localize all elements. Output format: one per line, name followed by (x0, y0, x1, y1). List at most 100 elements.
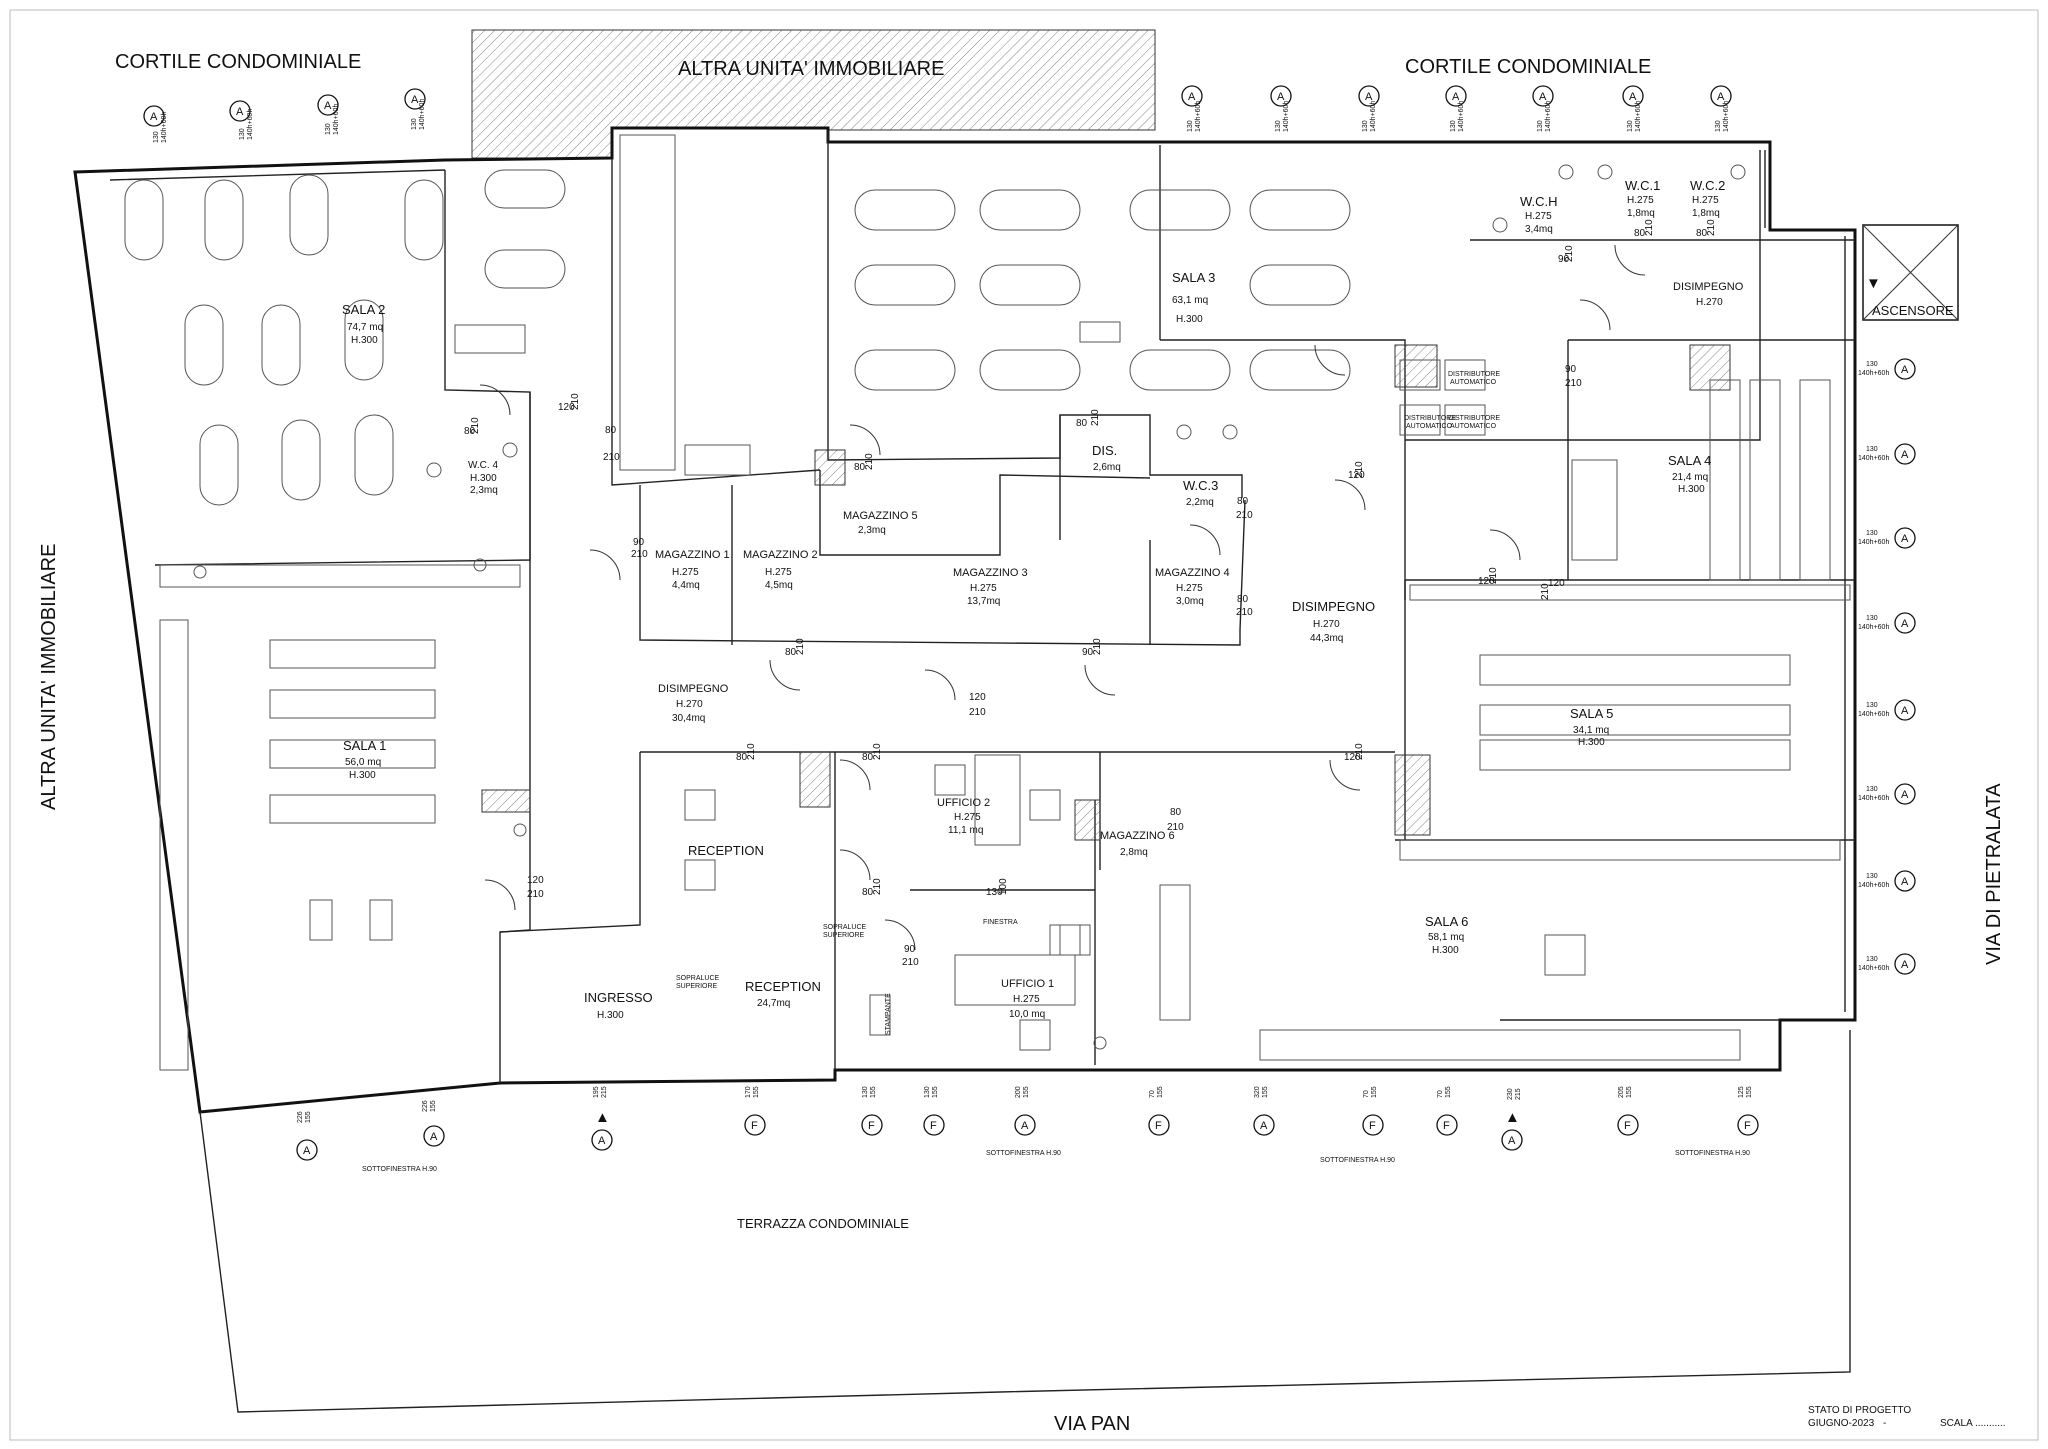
svg-text:210: 210 (1564, 245, 1575, 262)
room-sala6: SALA 6 58,1 mq H.300 (1425, 914, 1468, 956)
note-sottofinestra-1: SOTTOFINESTRA H.90 (362, 1166, 437, 1173)
svg-text:RECEPTION: RECEPTION (745, 979, 821, 994)
window-tag-f: F (1148, 1114, 1170, 1136)
svg-text:F: F (1155, 1120, 1162, 1132)
svg-text:210: 210 (1236, 607, 1253, 618)
vending-machines (1399, 359, 1486, 436)
room-wc3: W.C.3 2,2mq (1183, 478, 1218, 508)
svg-text:SALA 1: SALA 1 (343, 738, 386, 753)
svg-text:SUPERIORE: SUPERIORE (676, 983, 718, 990)
svg-text:210: 210 (872, 878, 883, 895)
svg-text:SALA 6: SALA 6 (1425, 914, 1468, 929)
svg-text:210: 210 (603, 452, 620, 463)
svg-text:155: 155 (1445, 1086, 1452, 1098)
room-reception-top: RECEPTION (688, 843, 764, 858)
svg-text:90: 90 (1565, 364, 1577, 375)
window-tag-a: A (1181, 85, 1203, 107)
room-magazzino4: MAGAZZINO 4 H.275 3,0mq (1155, 567, 1230, 607)
svg-text:H.275: H.275 (1525, 211, 1552, 222)
svg-text:MAGAZZINO 6: MAGAZZINO 6 (1100, 830, 1175, 842)
svg-text:210: 210 (969, 707, 986, 718)
svg-text:90: 90 (1558, 254, 1570, 265)
svg-text:11,1 mq: 11,1 mq (948, 825, 983, 836)
room-wc1: W.C.1 H.275 1,8mq (1625, 178, 1660, 219)
svg-text:1,8mq: 1,8mq (1627, 208, 1655, 219)
room-sala2: SALA 2 74,7 mq H.300 (342, 302, 385, 346)
note-distributore-2: DISTRIBUTORE AUTOMATICO (1404, 415, 1456, 430)
svg-text:A: A (1021, 1120, 1029, 1132)
window-tag-a: A (1894, 953, 1916, 975)
svg-text:130: 130 (1866, 786, 1878, 793)
note-sopraluce-1: SOPRALUCE SUPERIORE (676, 975, 720, 990)
svg-text:H.300: H.300 (1678, 484, 1705, 495)
svg-text:H.300: H.300 (351, 335, 378, 346)
svg-text:130: 130 (1866, 702, 1878, 709)
north-arrow-icon: ▼ (1866, 275, 1881, 292)
furniture-sala1 (159, 564, 521, 1071)
via-pietralata-label: VIA DI PIETRALATA (1983, 783, 2005, 965)
svg-text:130: 130 (1866, 446, 1878, 453)
svg-text:UFFICIO 2: UFFICIO 2 (937, 797, 990, 809)
svg-text:130: 130 (986, 887, 1003, 898)
window-tag-f: F (1362, 1114, 1384, 1136)
window-tag-a: A (423, 1125, 445, 1147)
svg-text:A: A (1717, 91, 1725, 103)
sanitary-fixtures (193, 164, 1746, 1050)
svg-text:155: 155 (1157, 1086, 1164, 1098)
svg-text:H.300: H.300 (1176, 314, 1203, 325)
svg-text:F: F (868, 1120, 875, 1132)
svg-text:2,8mq: 2,8mq (1120, 847, 1148, 858)
svg-text:4,5mq: 4,5mq (765, 580, 793, 591)
note-finestra: FINESTRA (983, 919, 1018, 926)
svg-text:W.C.2: W.C.2 (1690, 178, 1725, 193)
svg-text:H.270: H.270 (676, 699, 703, 710)
svg-text:MAGAZZINO 2: MAGAZZINO 2 (743, 549, 818, 561)
svg-text:SCALA ...........: SCALA ........... (1940, 1418, 2006, 1429)
svg-text:70: 70 (1363, 1090, 1370, 1098)
svg-text:A: A (324, 100, 332, 112)
elevator-cross-2 (1862, 224, 1959, 321)
svg-text:130: 130 (1866, 615, 1878, 622)
svg-text:210: 210 (1354, 743, 1365, 760)
svg-text:H.275: H.275 (765, 567, 792, 578)
svg-text:140h+60h: 140h+60h (1283, 101, 1290, 132)
svg-text:210: 210 (470, 417, 481, 434)
svg-text:215: 215 (601, 1086, 608, 1098)
svg-text:100: 100 (998, 878, 1009, 895)
altra-unita-left-label: ALTRA UNITA' IMMOBILIARE (38, 544, 60, 810)
svg-text:A: A (236, 106, 244, 118)
column-5 (1074, 799, 1101, 841)
svg-text:130: 130 (1866, 361, 1878, 368)
svg-text:MAGAZZINO 4: MAGAZZINO 4 (1155, 567, 1230, 579)
svg-text:3,4mq: 3,4mq (1525, 224, 1553, 235)
svg-text:155: 155 (430, 1100, 437, 1112)
entrance-marker-icon: ▲ (1505, 1109, 1520, 1126)
window-tag-a: A (1532, 85, 1554, 107)
svg-text:140h+60h: 140h+60h (1858, 370, 1889, 377)
column-1 (481, 789, 531, 813)
svg-text:80: 80 (1634, 228, 1646, 239)
window-tag-a: A (1894, 783, 1916, 805)
svg-text:210: 210 (1092, 638, 1103, 655)
window-tags: A A A A A A A A A A A A A A A A A A A A … (143, 85, 1916, 1161)
svg-text:70: 70 (1149, 1090, 1156, 1098)
svg-text:H.275: H.275 (1013, 994, 1040, 1005)
svg-text:80: 80 (1237, 496, 1249, 507)
svg-text:A: A (1629, 91, 1637, 103)
room-ufficio2: UFFICIO 2 H.275 11,1 mq (937, 797, 990, 836)
svg-text:H.270: H.270 (1313, 619, 1340, 630)
svg-text:230: 230 (1507, 1088, 1514, 1100)
svg-text:AUTOMATICO: AUTOMATICO (1406, 423, 1453, 430)
svg-text:H.275: H.275 (672, 567, 699, 578)
svg-text:140h+60h: 140h+60h (333, 104, 340, 135)
svg-text:56,0 mq: 56,0 mq (345, 757, 381, 768)
svg-text:155: 155 (870, 1086, 877, 1098)
svg-text:130: 130 (411, 118, 418, 130)
window-tag-a: A (1894, 870, 1916, 892)
svg-text:80: 80 (862, 752, 874, 763)
svg-text:DIS.: DIS. (1092, 443, 1117, 458)
svg-text:74,7 mq: 74,7 mq (347, 322, 383, 333)
column-3 (1394, 754, 1431, 836)
svg-text:80: 80 (1170, 807, 1182, 818)
